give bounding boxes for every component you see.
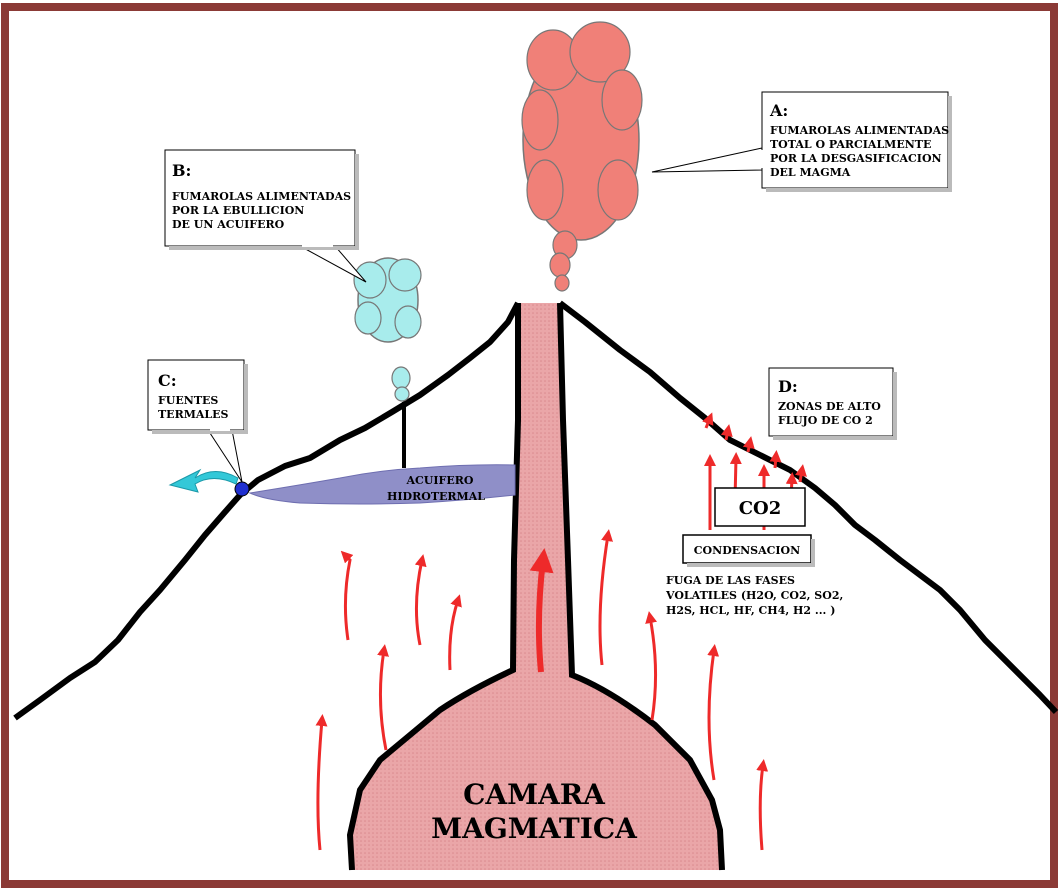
plume-a — [522, 22, 642, 291]
heat-arrow — [748, 442, 750, 452]
callout-b-title: B: — [172, 161, 191, 180]
callout-a-title: A: — [769, 101, 788, 120]
volatiles-line-2: VOLATILES (H2O, CO2, SO2, — [665, 589, 843, 602]
callout-a-line-1: FUMAROLAS ALIMENTADAS — [770, 124, 949, 137]
volcano-right-flank — [560, 303, 1056, 712]
callout-c-title: C: — [158, 371, 177, 390]
callout-d: D: ZONAS DE ALTO FLUJO DE CO 2 — [769, 368, 897, 440]
volatiles-line-3: H2S, HCL, HF, CH4, H2 ... ) — [666, 604, 835, 617]
callout-c-line-1: FUENTES — [158, 394, 218, 407]
heat-arrow — [650, 617, 656, 720]
heat-arrow — [600, 535, 608, 665]
condensation-box: CONDENSACION — [683, 535, 815, 567]
heat-arrow — [450, 600, 458, 670]
volcano-left-flank — [15, 303, 518, 718]
callout-c-line-2: TERMALES — [158, 408, 229, 421]
heat-arrow — [345, 555, 350, 640]
heat-arrow — [775, 456, 776, 468]
chamber-label-2: MAGMATICA — [431, 812, 638, 845]
hot-spring-dot — [235, 482, 249, 496]
heat-arrow — [380, 650, 386, 750]
callout-b-line-2: POR LA EBULLICION — [172, 204, 304, 217]
chamber-label-1: CAMARA — [463, 778, 606, 811]
callout-a-line-4: DEL MAGMA — [770, 166, 851, 179]
heat-arrow — [726, 430, 728, 440]
callout-a: A: FUMAROLAS ALIMENTADAS TOTAL O PARCIAL… — [652, 92, 952, 192]
callout-a-line-2: TOTAL O PARCIALMENTE — [770, 138, 931, 151]
callout-c: C: FUENTES TERMALES — [148, 360, 248, 482]
heat-arrow — [800, 470, 802, 482]
heat-arrow — [416, 560, 422, 645]
callout-b-line-1: FUMAROLAS ALIMENTADAS — [172, 190, 351, 203]
volatiles-line-1: FUGA DE LAS FASES — [666, 574, 795, 587]
callout-b-line-3: DE UN ACUIFERO — [172, 218, 285, 231]
aquifer-label-1: ACUIFERO — [406, 474, 474, 487]
co2-box: CO2 — [715, 488, 805, 526]
heat-arrow — [318, 720, 322, 850]
condensation-label: CONDENSACION — [694, 544, 800, 557]
co2-label: CO2 — [739, 498, 782, 519]
callout-d-line-1: ZONAS DE ALTO — [778, 400, 881, 413]
callout-b: B: FUMAROLAS ALIMENTADAS POR LA EBULLICI… — [165, 150, 366, 282]
callout-d-line-2: FLUJO DE CO 2 — [778, 414, 873, 427]
callout-d-title: D: — [778, 377, 798, 396]
callout-a-line-3: POR LA DESGASIFICACION — [770, 152, 942, 165]
heat-arrow — [709, 650, 714, 780]
aquifer-label-2: HIDROTERMAL — [387, 490, 485, 503]
heat-arrow — [760, 765, 763, 850]
hot-spring-arrow — [170, 470, 238, 492]
